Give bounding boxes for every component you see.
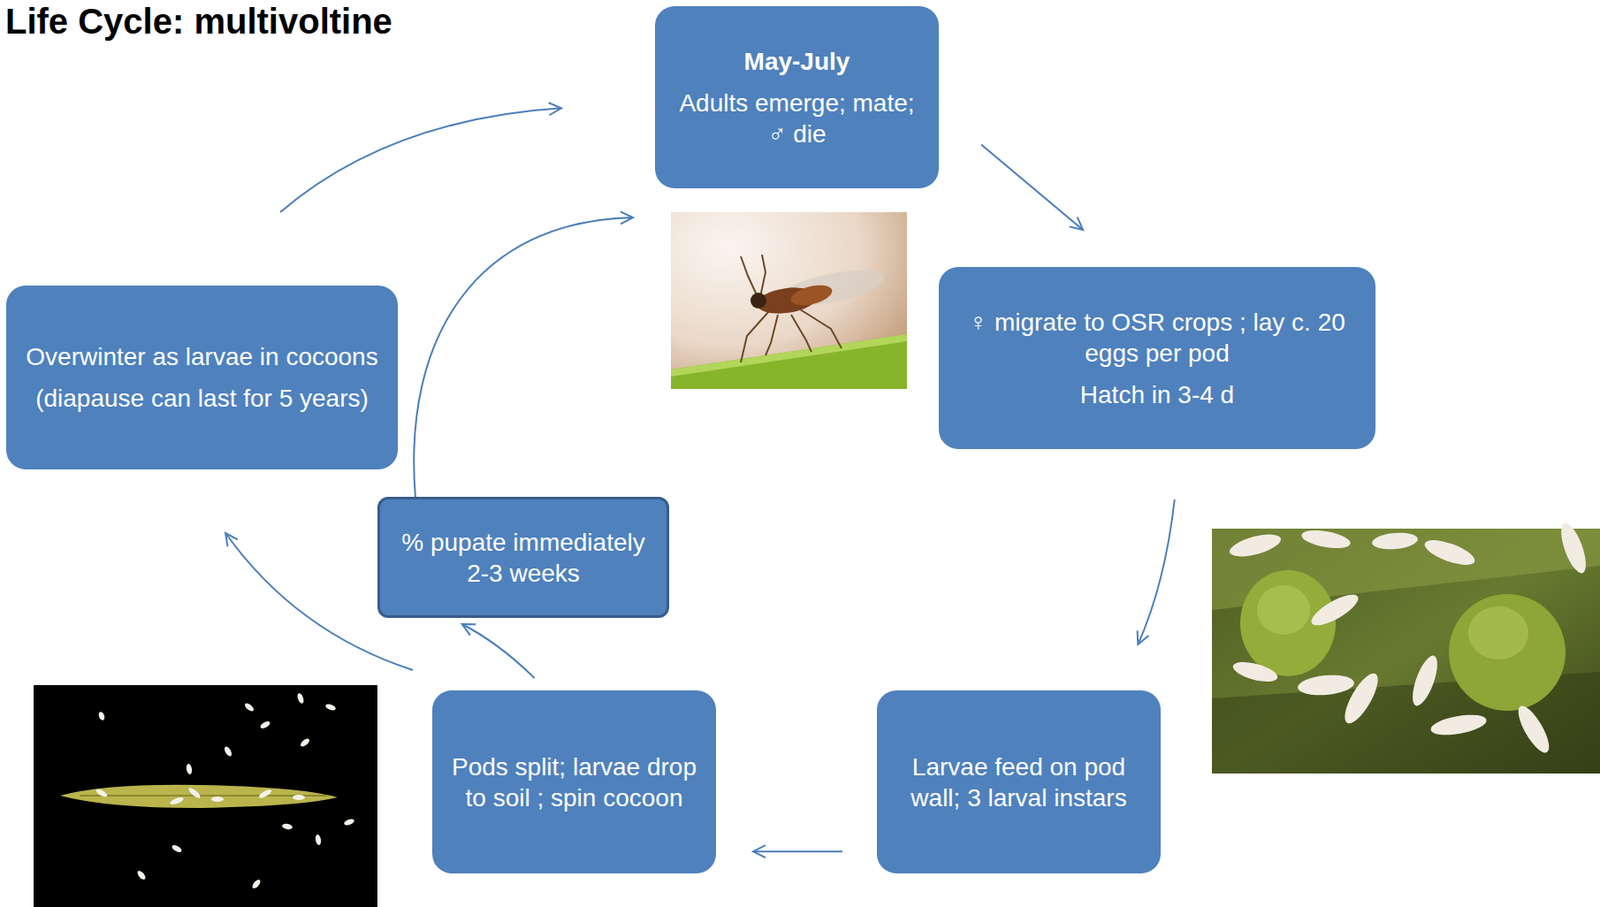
illustration-part-part	[1307, 588, 1363, 631]
illustration-part-part	[1421, 534, 1478, 570]
illustration-part	[1226, 519, 1591, 757]
box-text: Pods split; larvae drop to soil ; spin c…	[448, 751, 701, 814]
illustration-part-part	[187, 786, 202, 800]
cycle-arrow	[280, 107, 562, 213]
illustration-part-part	[1231, 658, 1280, 686]
midge-photo-part	[670, 334, 907, 377]
illustration-part-part	[1429, 711, 1489, 740]
illustration-part-part	[1296, 672, 1356, 697]
larvae-in-pod-photo-part	[1257, 585, 1311, 635]
pod-with-larvae-photo-part	[33, 685, 378, 907]
midge-photo-part	[788, 281, 834, 309]
illustration-part-part	[1407, 652, 1442, 709]
midge-photo-part	[670, 334, 907, 389]
illustration-part-part	[136, 868, 147, 881]
larvae-in-pod-photo	[1211, 519, 1600, 774]
illustration-part-part	[1300, 526, 1352, 551]
pod-with-larvae-photo-part	[60, 784, 338, 808]
illustration-part-part	[97, 710, 106, 721]
illustration-part-part	[298, 737, 311, 748]
slide-title: Life Cycle: multivoltine	[5, 1, 393, 42]
illustration-part-part	[1371, 531, 1418, 551]
cycle-arrow	[462, 624, 535, 679]
illustration-part-part	[292, 794, 305, 800]
illustration-part-part	[314, 834, 322, 846]
illustration-part-part	[1512, 701, 1555, 757]
larvae-in-pod-photo-part	[1468, 606, 1529, 660]
illustration-part-part	[259, 719, 271, 730]
box-text: Overwinter as larvae in cocoons	[25, 341, 378, 373]
illustration-part-part	[251, 877, 262, 890]
stage-box: Overwinter as larvae in cocoons (diapause…	[6, 285, 398, 470]
cycle-arrow	[413, 217, 633, 497]
illustration-part-part	[760, 254, 766, 298]
illustration-part-part	[185, 763, 193, 776]
illustration-part-part	[1555, 519, 1591, 576]
illustration-part-part	[168, 795, 184, 806]
box-text: Larvae feed on pod wall; 3 larval instar…	[892, 751, 1145, 814]
cycle-arrow	[981, 144, 1083, 230]
cycle-arrow	[1137, 499, 1174, 645]
cycle-arrow	[753, 850, 843, 853]
highlight-box: % pupate immediately 2-3 weeks	[377, 496, 670, 618]
illustration-part	[94, 692, 355, 890]
box-text: Adults emerge; mate; ♂ die	[670, 87, 923, 150]
midge-photo-part	[670, 212, 907, 389]
box-text: (diapause can last for 5 years)	[35, 382, 369, 414]
larvae-in-pod-photo-part	[1211, 528, 1600, 774]
larvae-in-pod-photo-part	[1448, 594, 1566, 711]
box-text: Hatch in 3-4 d	[1080, 379, 1235, 411]
illustration-part	[740, 254, 842, 363]
box-heading: May-July	[744, 45, 851, 77]
pod-with-larvae-photo	[33, 685, 378, 907]
illustration-part-part	[1226, 530, 1283, 562]
box-text: % pupate immediately 2-3 weeks	[392, 526, 655, 589]
illustration-part-part	[765, 314, 778, 356]
illustration-part-part	[170, 843, 183, 854]
illustration-part-part	[243, 701, 255, 713]
box-text: ♀ migrate to OSR crops ; lay c. 20 eggs …	[954, 306, 1360, 369]
stage-box: Pods split; larvae drop to soil ; spin c…	[432, 690, 717, 874]
illustration-part-part	[1338, 669, 1384, 728]
illustration-part-part	[258, 787, 274, 800]
illustration-part-part	[222, 745, 233, 757]
midge-photo	[670, 212, 907, 389]
illustration-part-part	[94, 787, 108, 799]
illustration-part-part	[211, 796, 224, 802]
stage-box: ♀ migrate to OSR crops ; lay c. 20 eggs …	[938, 266, 1376, 450]
illustration-part-part	[791, 314, 812, 352]
illustration-part-part	[800, 309, 842, 349]
midge-photo-part	[750, 292, 767, 309]
illustration-part-part	[740, 311, 770, 363]
illustration-part-part	[324, 702, 336, 712]
pod-with-larvae-photo-part	[79, 794, 328, 797]
illustration-part-part	[281, 822, 294, 831]
illustration-part-part	[342, 817, 355, 827]
illustration-part-part	[740, 256, 759, 299]
illustration-part-part	[296, 692, 305, 704]
stage-box: May-JulyAdults emerge; mate; ♂ die	[655, 6, 939, 189]
stage-box: Larvae feed on pod wall; 3 larval instar…	[876, 690, 1161, 874]
